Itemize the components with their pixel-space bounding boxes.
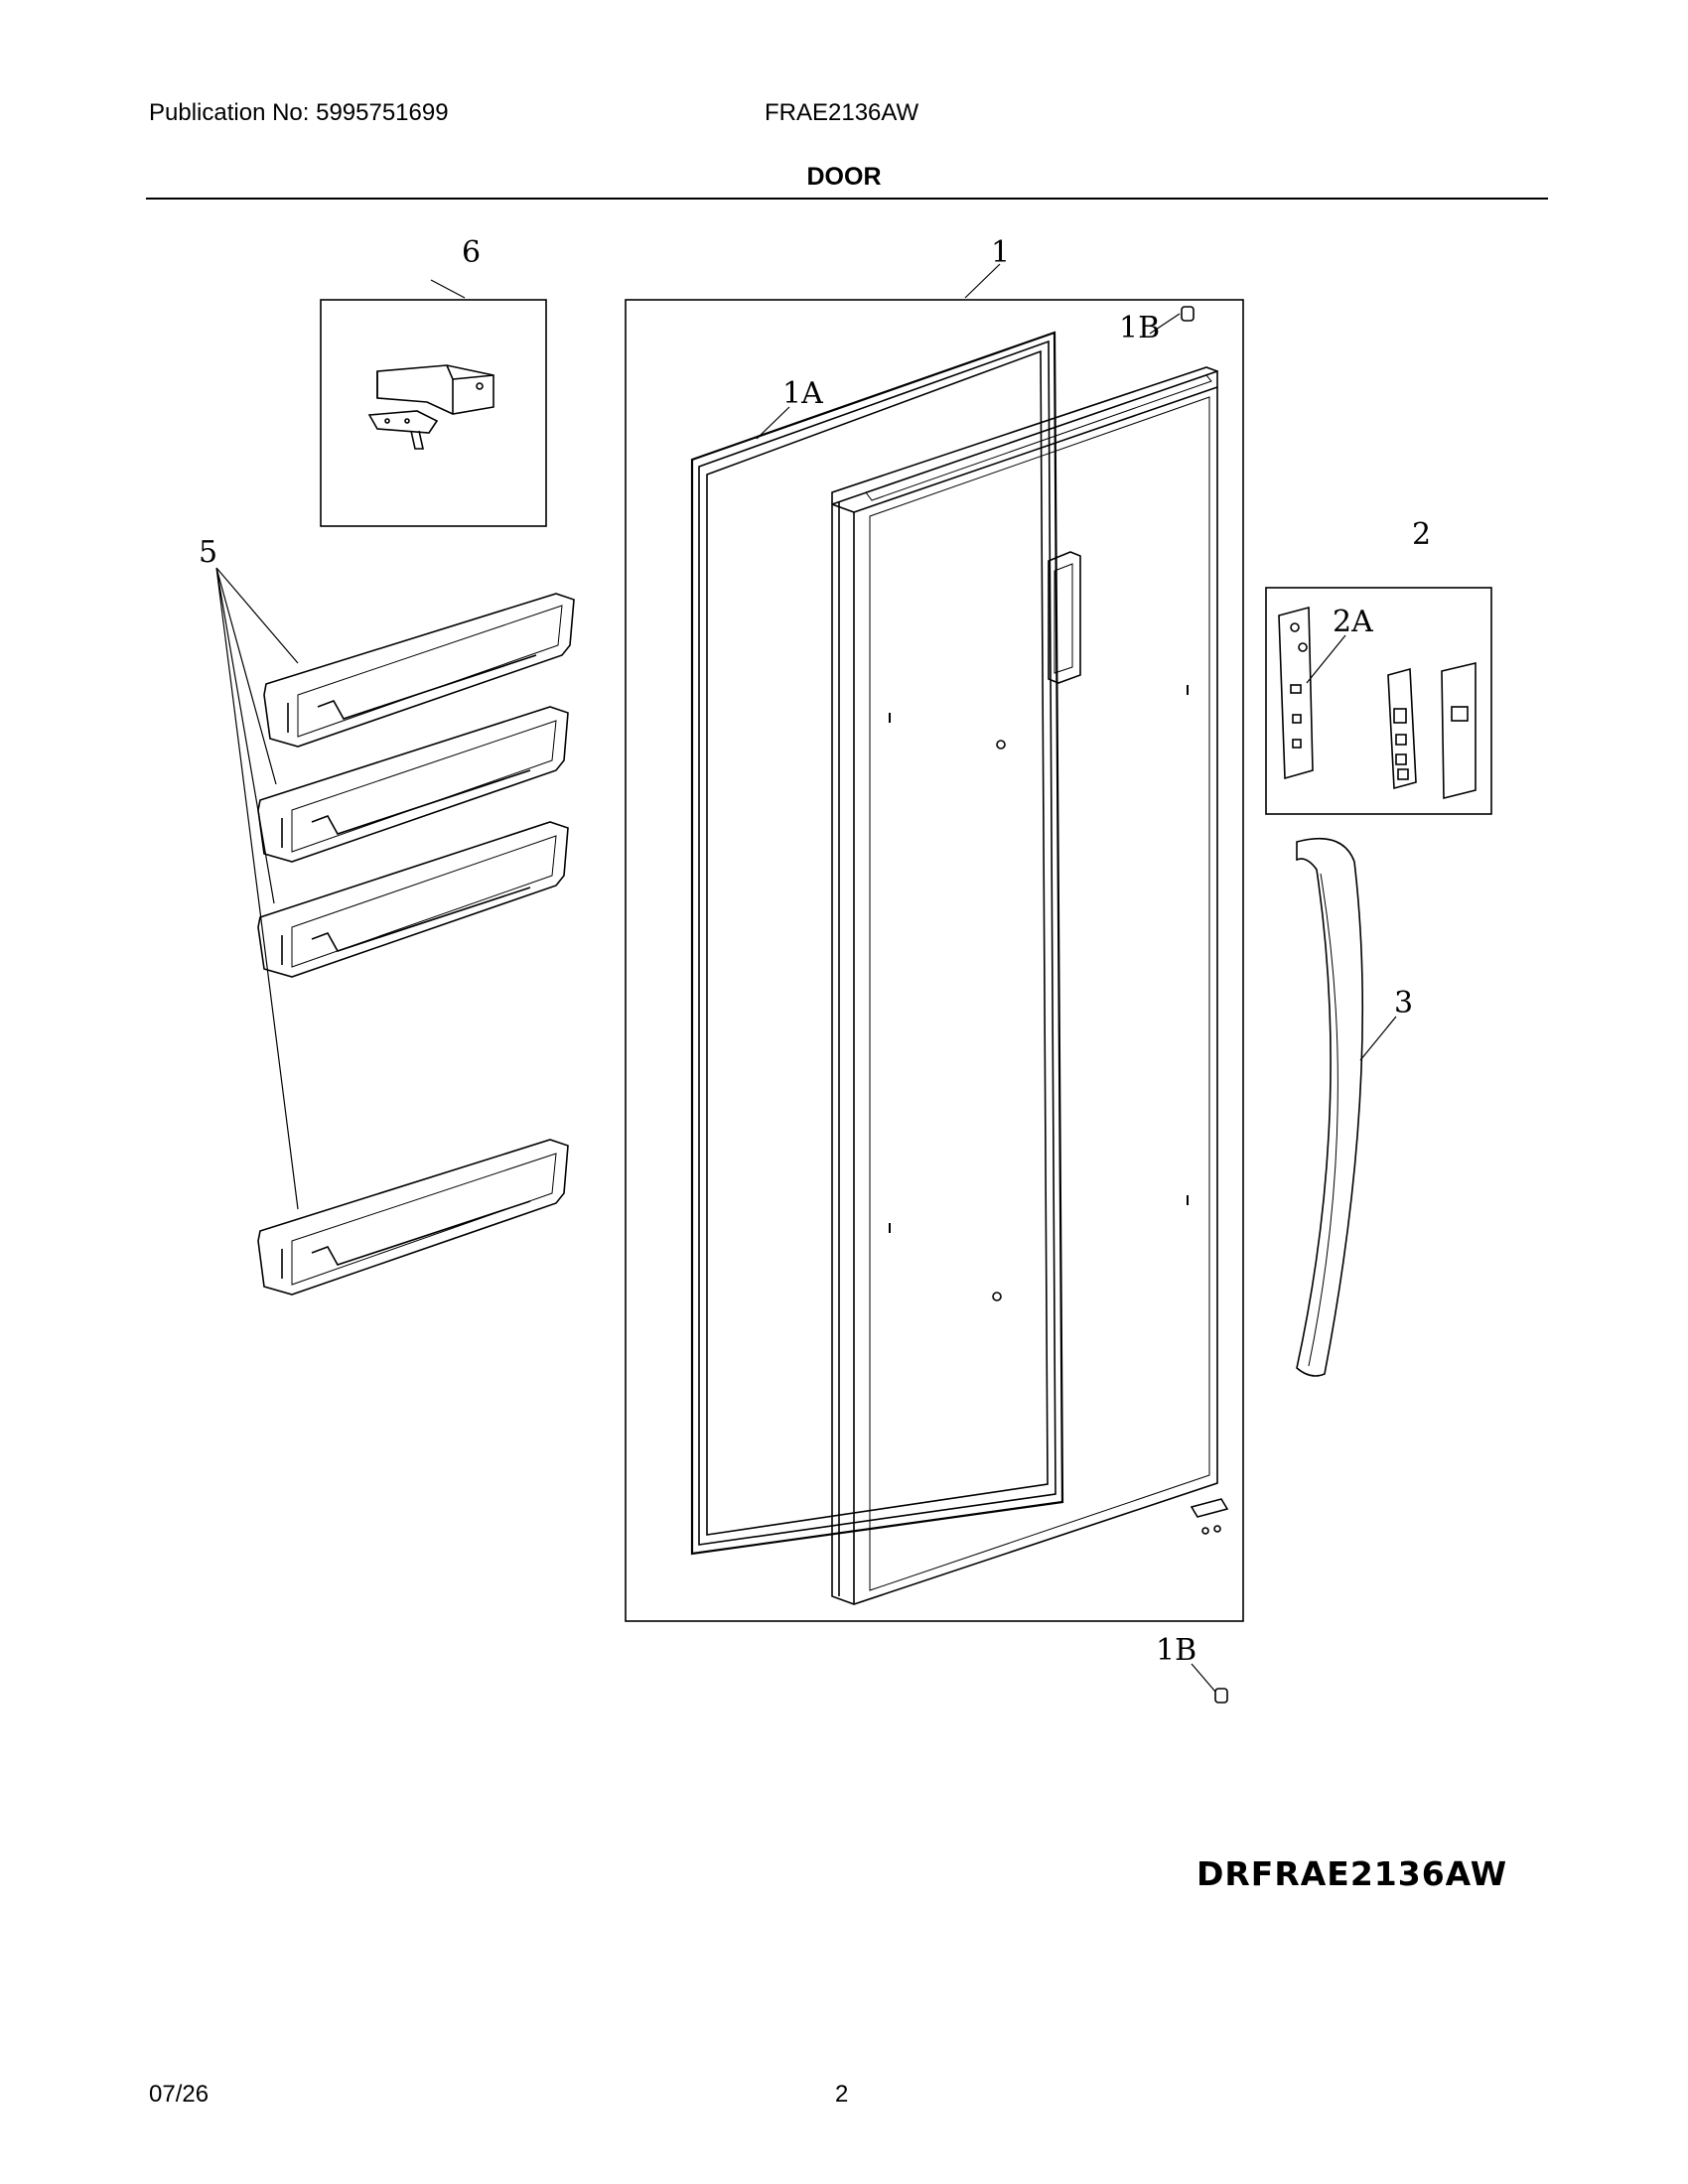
part-1B-bottom-cap <box>1191 1663 1228 1704</box>
header-rule <box>146 198 1548 200</box>
part-5-door-bins <box>215 567 575 1296</box>
publication-number: Publication No: 5995751699 <box>149 99 449 126</box>
section-title: DOOR <box>806 163 882 191</box>
door-bin <box>257 821 569 978</box>
door-assembly-box <box>625 299 1244 1622</box>
part-3-handle <box>1296 838 1397 1377</box>
door-bin <box>257 706 569 863</box>
callout-1A: 1A <box>782 376 823 411</box>
callout-6: 6 <box>462 235 481 270</box>
door-bin <box>263 593 575 748</box>
part-1A-gasket <box>690 331 1064 1556</box>
model-number: FRAE2136AW <box>765 99 919 126</box>
callout-1B-top: 1B <box>1119 311 1160 345</box>
callout-2: 2 <box>1412 517 1431 552</box>
part-1B-top-cap <box>1149 306 1195 335</box>
door-panel <box>831 366 1229 1605</box>
door-bin <box>257 1139 569 1296</box>
diagram-code: DRFRAE2136AW <box>1196 1854 1508 1893</box>
part-2-control-assembly <box>1265 587 1492 815</box>
callout-1B-bottom: 1B <box>1156 1633 1196 1668</box>
footer-date: 07/26 <box>149 2081 210 2108</box>
callout-3: 3 <box>1394 986 1413 1021</box>
page-number: 2 <box>835 2081 849 2108</box>
callout-5: 5 <box>199 535 217 570</box>
part-6-hinge-cover <box>320 299 547 527</box>
callout-2A: 2A <box>1333 605 1373 639</box>
callout-1: 1 <box>991 235 1010 270</box>
